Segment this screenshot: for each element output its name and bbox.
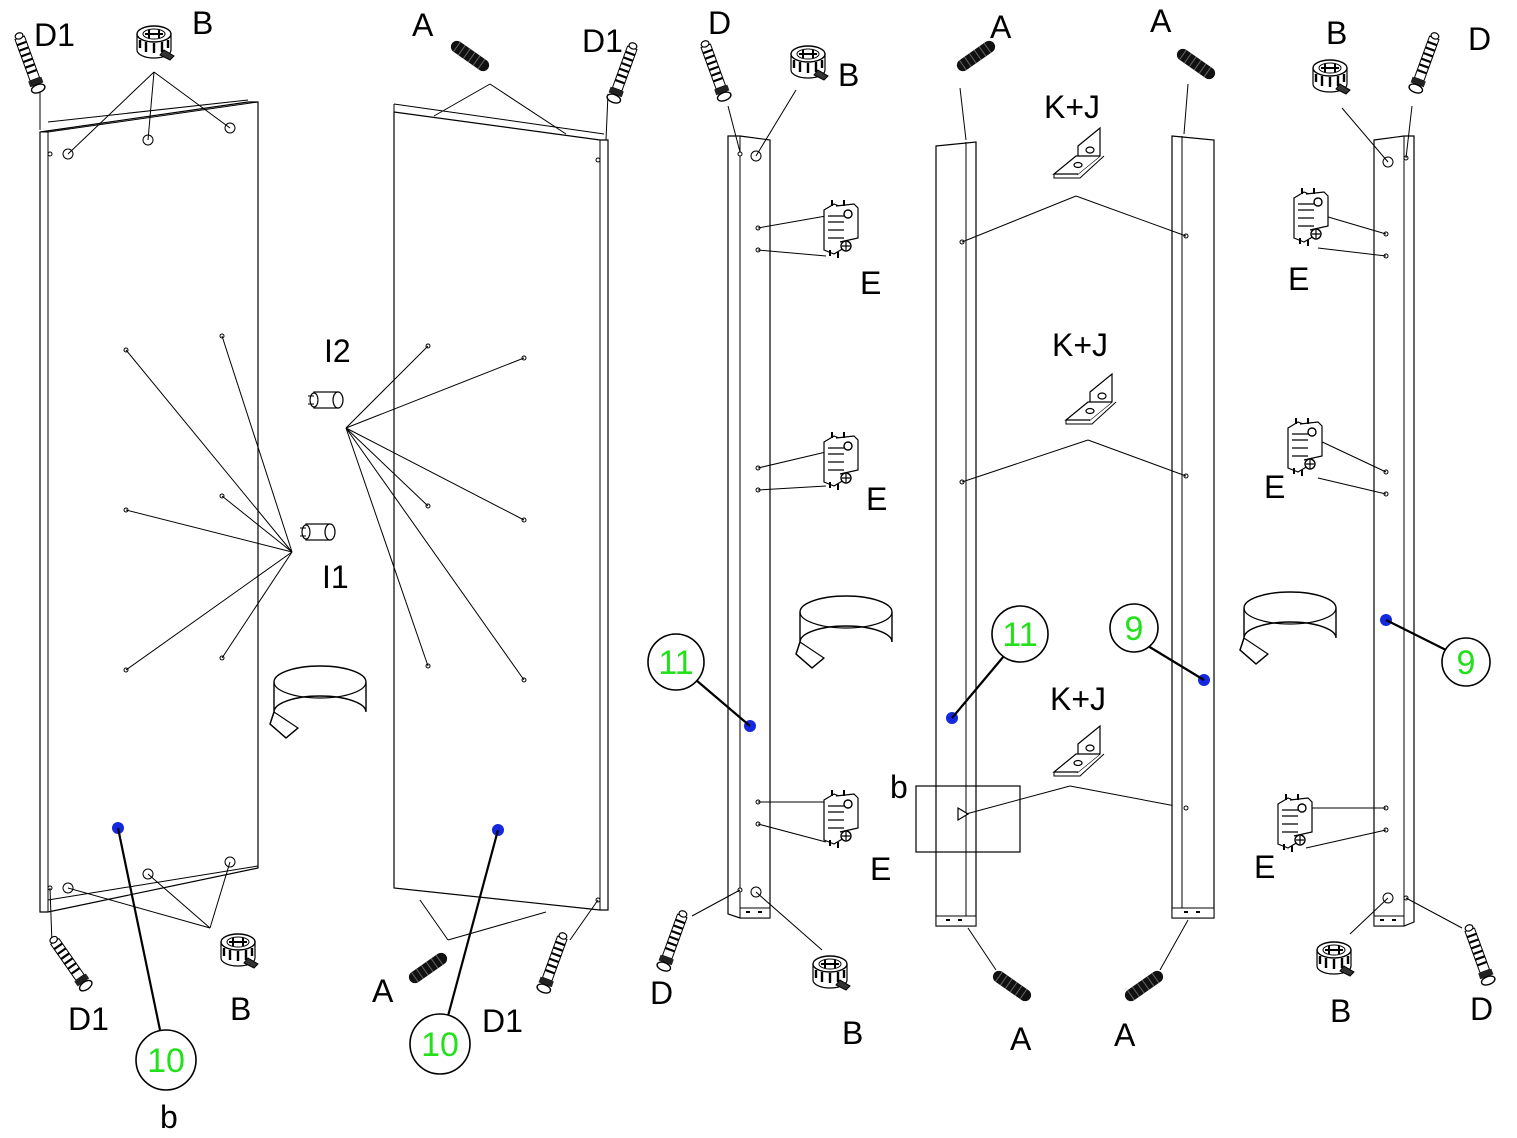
callout-number: 9	[1125, 610, 1144, 648]
shelf-pin-icon	[307, 391, 344, 409]
hinge-plate-icon	[823, 431, 859, 491]
hinge-plate-icon	[823, 789, 859, 849]
label-a: A	[1010, 1021, 1032, 1057]
label-d1: D1	[34, 17, 75, 53]
connector-bolt-icon	[1460, 921, 1498, 988]
dowel-icon	[990, 967, 1034, 1005]
label-b: B	[842, 1015, 863, 1051]
label-a: A	[412, 7, 434, 43]
label-k-j: K+J	[1050, 681, 1106, 717]
label-b: B	[838, 57, 859, 93]
label-d1: D1	[68, 1001, 109, 1037]
hinge-plate-icon	[1277, 793, 1313, 853]
dowel-icon	[1122, 967, 1166, 1005]
detail-box-b: b	[890, 769, 1187, 853]
cam-lock-icon	[811, 954, 852, 992]
connector-bolt-icon	[45, 932, 95, 995]
cam-lock-icon	[1311, 58, 1352, 96]
callout-number: 11	[1002, 616, 1037, 654]
callout-circle	[1441, 637, 1491, 687]
label-e: E	[870, 851, 891, 887]
label-d: D	[1470, 991, 1493, 1027]
label-b: B	[192, 5, 213, 41]
label-e: E	[866, 481, 887, 517]
hinge-strip-right: B D E E E B D 9	[1254, 15, 1498, 1029]
angle-bracket-icon	[1065, 373, 1117, 425]
callout-number: 10	[147, 1042, 185, 1080]
label-d1: D1	[582, 23, 623, 59]
rotate-arrow-icon	[795, 595, 893, 669]
callout-number: 10	[421, 1026, 459, 1064]
label-d: D	[1468, 21, 1491, 57]
label-i1: I1	[322, 559, 349, 595]
label-b: b	[890, 769, 908, 805]
label-k-j: K+J	[1052, 327, 1108, 363]
dowel-icon	[406, 949, 450, 987]
label-e: E	[1264, 469, 1285, 505]
label-a: A	[990, 9, 1012, 45]
rail-right: A A 9	[1075, 3, 1218, 1053]
cam-lock-icon	[135, 24, 176, 62]
note-b: b	[160, 1099, 178, 1135]
cam-lock-icon	[1315, 940, 1356, 978]
side-panel-right: A D1 A D1 10	[345, 7, 642, 1075]
label-d1: D1	[482, 1003, 523, 1039]
hinge-plate-icon	[1287, 417, 1323, 477]
label-d: D	[650, 975, 673, 1011]
side-panel-left: D1 B D1 B 10 b	[10, 5, 293, 1135]
rail-left: A A 11	[935, 9, 1089, 1057]
label-b: B	[1330, 993, 1351, 1029]
hinge-strip-left: D B E E E D B 11	[647, 5, 891, 1051]
angle-bracket-icon	[1053, 127, 1105, 179]
label-d: D	[708, 5, 731, 41]
rotate-arrow-icon	[269, 665, 367, 739]
connector-bolt-icon	[1406, 29, 1444, 96]
label-a: A	[372, 973, 394, 1009]
label-e: E	[860, 265, 881, 301]
angle-bracket-icon	[1053, 725, 1105, 777]
label-e: E	[1254, 849, 1275, 885]
callout-circle	[991, 605, 1049, 663]
shelf-pin-icon	[299, 523, 336, 541]
label-k-j: K+J	[1044, 89, 1100, 125]
callout-circle	[135, 1029, 197, 1091]
connector-bolt-icon	[534, 929, 572, 996]
callout-number: 11	[658, 644, 693, 682]
cam-lock-icon	[789, 44, 830, 82]
connector-bolt-icon	[696, 37, 734, 104]
label-a: A	[1114, 1017, 1136, 1053]
hinge-plate-icon	[1293, 187, 1329, 247]
callout-circle	[647, 633, 705, 691]
label-i2: I2	[324, 333, 351, 369]
dowel-icon	[448, 37, 492, 75]
callout-circle	[409, 1013, 471, 1075]
label-b: B	[230, 991, 251, 1027]
rotate-arrow-icon	[1239, 591, 1337, 665]
callout-circle	[1109, 603, 1159, 653]
callout-number: 9	[1457, 644, 1476, 682]
label-e: E	[1288, 261, 1309, 297]
hinge-plate-icon	[823, 199, 859, 259]
connector-bolt-icon	[654, 907, 692, 974]
label-b: B	[1326, 15, 1347, 51]
cam-lock-icon	[219, 932, 260, 970]
label-a: A	[1150, 3, 1172, 39]
dowel-icon	[1174, 45, 1218, 83]
